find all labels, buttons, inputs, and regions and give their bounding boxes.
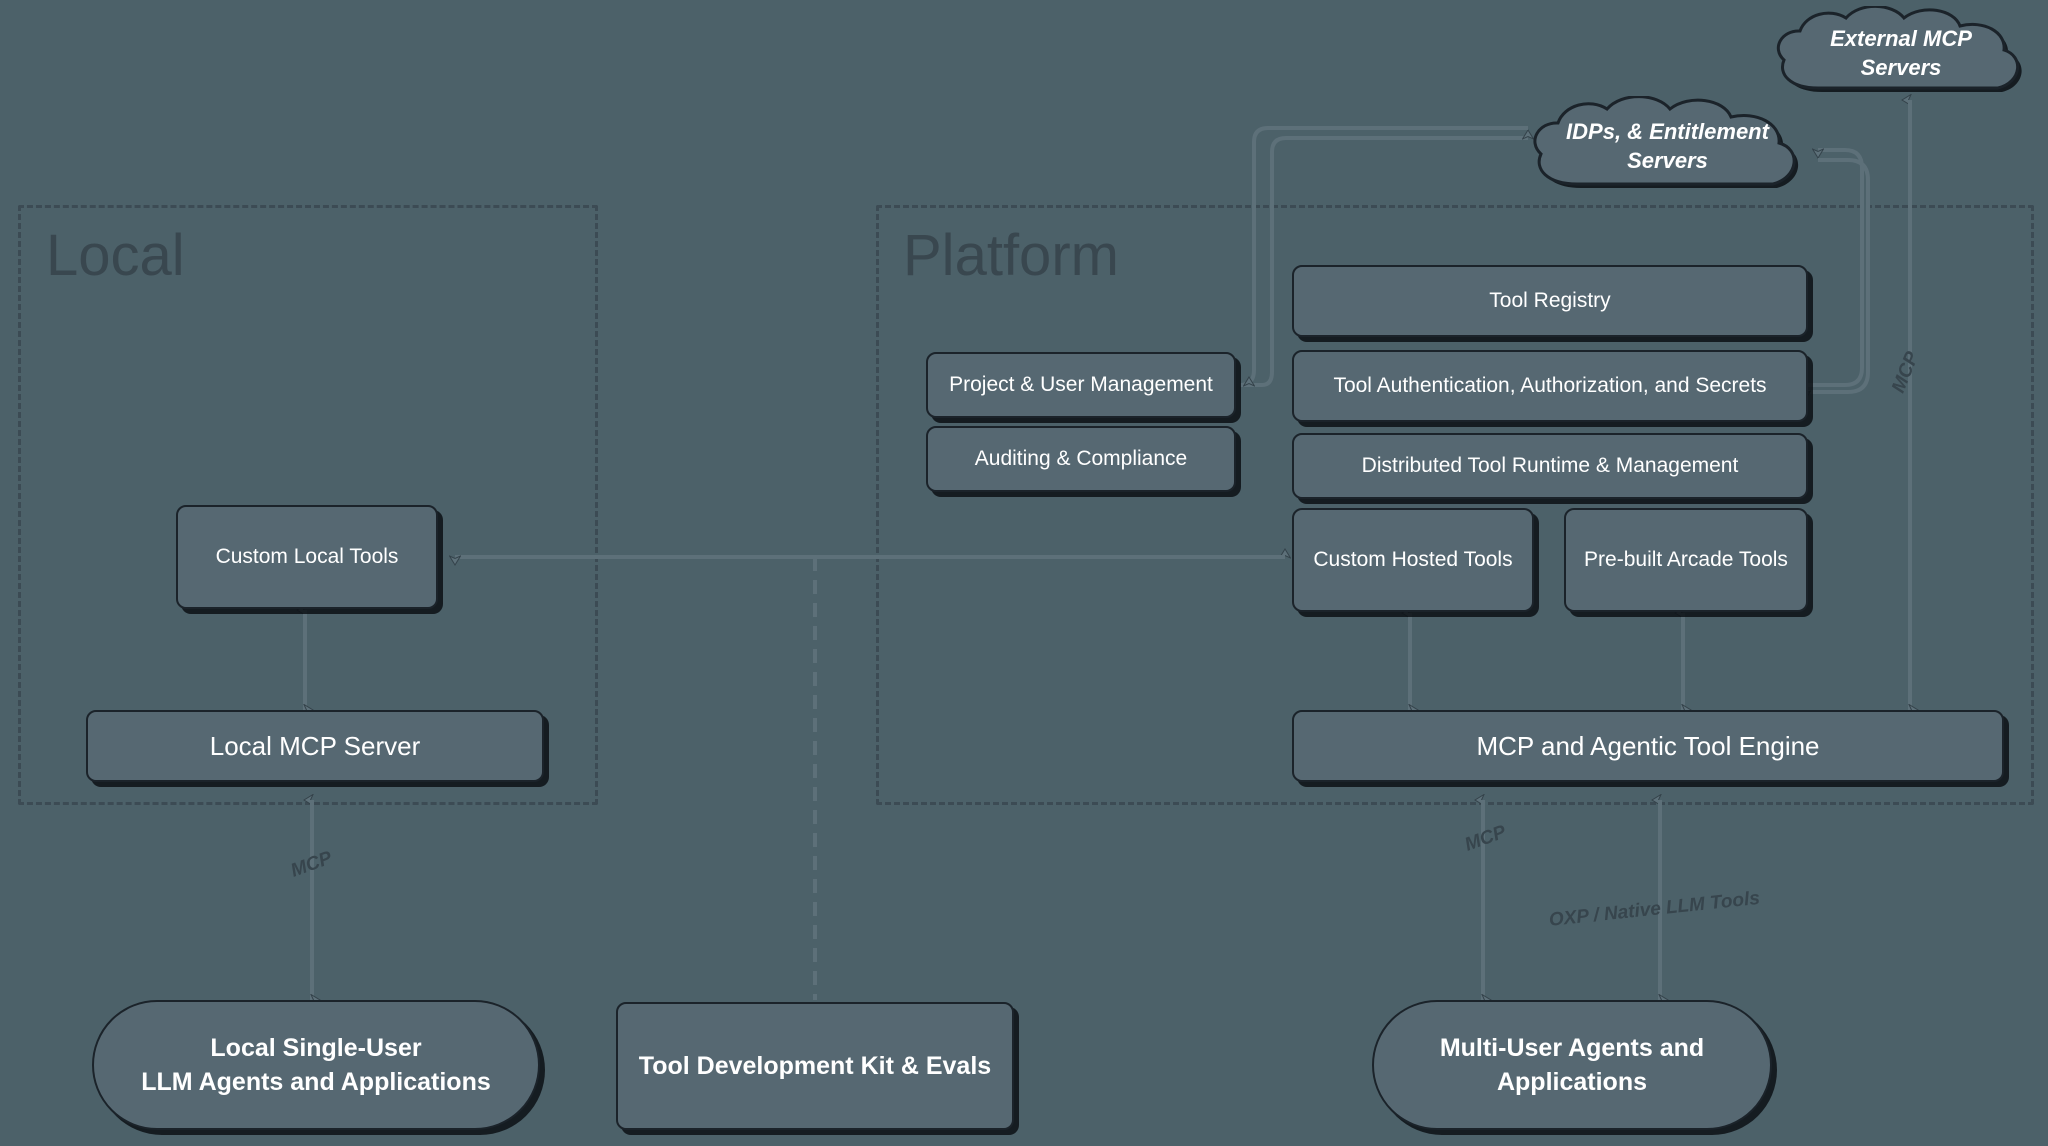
node-tool-development-kit-evals[interactable]: Tool Development Kit & Evals xyxy=(616,1002,1014,1130)
node-auditing-compliance[interactable]: Auditing & Compliance xyxy=(926,426,1236,492)
node-local-single-user-agents[interactable]: Local Single-User LLM Agents and Applica… xyxy=(92,1000,540,1130)
node-project-user-management[interactable]: Project & User Management xyxy=(926,352,1236,418)
node-custom-local-tools[interactable]: Custom Local Tools xyxy=(176,505,438,609)
node-pre-built-arcade-tools[interactable]: Pre-built Arcade Tools xyxy=(1564,508,1808,612)
edge-tool-auth-to-idps xyxy=(1805,150,1870,392)
cloud-idps-entitlement-servers: IDPs, & Entitlement Servers xyxy=(1525,96,1810,198)
node-custom-hosted-tools[interactable]: Custom Hosted Tools xyxy=(1292,508,1534,612)
node-tool-registry[interactable]: Tool Registry xyxy=(1292,265,1808,337)
edge-custom-local-to-custom-hosted xyxy=(455,557,1285,1000)
node-mcp-and-agentic-tool-engine[interactable]: MCP and Agentic Tool Engine xyxy=(1292,710,2004,782)
cloud-external-mcp-servers-label: External MCP Servers xyxy=(1830,26,1972,80)
cloud-external-mcp-servers: External MCP Servers xyxy=(1770,6,2032,102)
node-multi-user-agents[interactable]: Multi-User Agents and Applications xyxy=(1372,1000,1772,1130)
node-local-single-user-agents-label: Local Single-User LLM Agents and Applica… xyxy=(141,1033,491,1097)
node-distributed-tool-runtime-management[interactable]: Distributed Tool Runtime & Management xyxy=(1292,433,1808,499)
group-local-title: Local xyxy=(46,223,185,288)
node-local-mcp-server[interactable]: Local MCP Server xyxy=(86,710,544,782)
group-platform xyxy=(876,205,2034,805)
node-tool-authentication-authorization-secrets[interactable]: Tool Authentication, Authorization, and … xyxy=(1292,350,1808,422)
node-multi-user-agents-label: Multi-User Agents and Applications xyxy=(1439,1033,1705,1097)
cloud-idps-entitlement-servers-label: IDPs, & Entitlement Servers xyxy=(1566,119,1769,173)
edge-project-user-mgmt-to-idps xyxy=(1239,126,1528,385)
group-platform-title: Platform xyxy=(903,223,1119,288)
